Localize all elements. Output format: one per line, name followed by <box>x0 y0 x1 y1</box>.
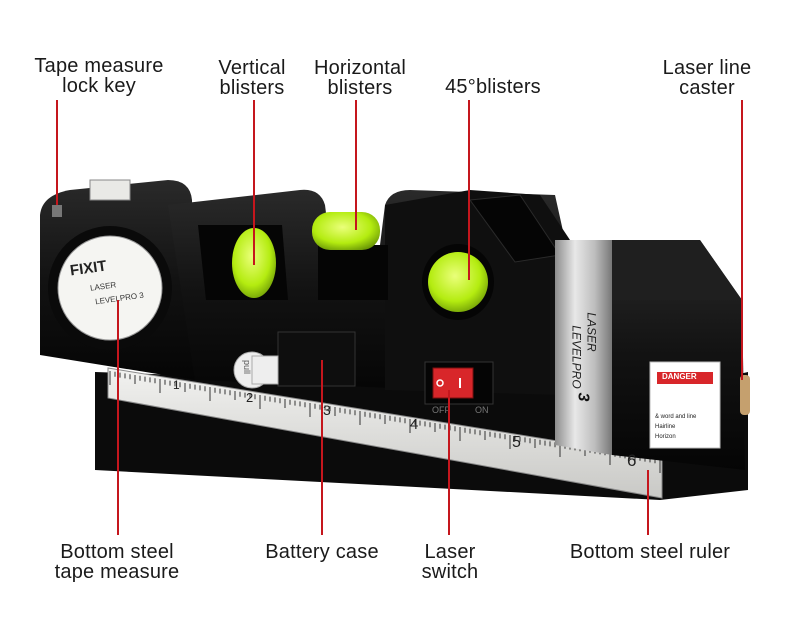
ruler-number: 2 <box>246 390 254 405</box>
leader-bottom-tape <box>117 300 119 535</box>
leader-laser-caster <box>741 100 743 380</box>
leader-45-blisters <box>468 100 470 280</box>
tape-housing-disc <box>48 226 172 350</box>
callout-bottom-ruler: Bottom steel ruler <box>569 541 731 563</box>
metal-band <box>555 240 612 455</box>
ruler-number: 1 <box>173 378 180 392</box>
callout-tape-lock: Tape measure lock key <box>34 55 164 97</box>
battery-case <box>277 331 356 387</box>
tab-text: pull <box>242 359 253 375</box>
leader-bottom-ruler <box>647 470 649 535</box>
switch-on-label: ON <box>475 405 489 415</box>
side-text-1: LASER <box>584 312 599 352</box>
callout-vertical-blisters: Vertical blisters <box>218 57 286 99</box>
top-sticker <box>89 179 131 201</box>
laser-aperture <box>740 375 750 415</box>
leader-laser-switch <box>448 390 450 535</box>
warning-line-1: & word and line <box>655 414 697 420</box>
switch-off-label: OFF <box>432 405 450 415</box>
leader-horizontal-blisters <box>355 100 357 230</box>
callout-bottom-tape: Bottom steel tape measure <box>54 541 180 583</box>
callout-laser-caster: Laser line caster <box>662 57 752 99</box>
ruler-number: 5 <box>512 434 521 451</box>
callout-laser-switch: Laser switch <box>421 541 479 583</box>
laser-switch <box>424 361 494 405</box>
side-text-2: LEVELPRO <box>569 325 584 389</box>
warning-label <box>649 361 721 449</box>
warning-title: DANGER <box>662 372 697 381</box>
battery-pull-tab <box>233 351 279 389</box>
callout-45-blisters: 45°blisters <box>445 76 541 98</box>
deg45-blister <box>422 244 494 320</box>
callout-battery-case: Battery case <box>265 541 379 563</box>
vertical-blister <box>198 225 288 300</box>
ruler-number: 4 <box>410 416 419 433</box>
side-model: 3 <box>574 392 592 402</box>
warning-line-2: Hairline <box>655 424 676 430</box>
leader-vertical-blisters <box>253 100 255 265</box>
warning-line-3: Horizon <box>655 434 676 440</box>
leader-battery-case <box>321 360 323 535</box>
leader-tape-lock <box>56 100 58 205</box>
tape-lock-key <box>52 205 62 217</box>
bottom-steel-ruler <box>107 367 663 499</box>
callout-horizontal-blisters: Horizontal blisters <box>313 57 407 99</box>
horizontal-blister <box>312 212 388 300</box>
ruler-number: 3 <box>323 402 331 418</box>
ruler-number: 6 <box>627 451 637 470</box>
